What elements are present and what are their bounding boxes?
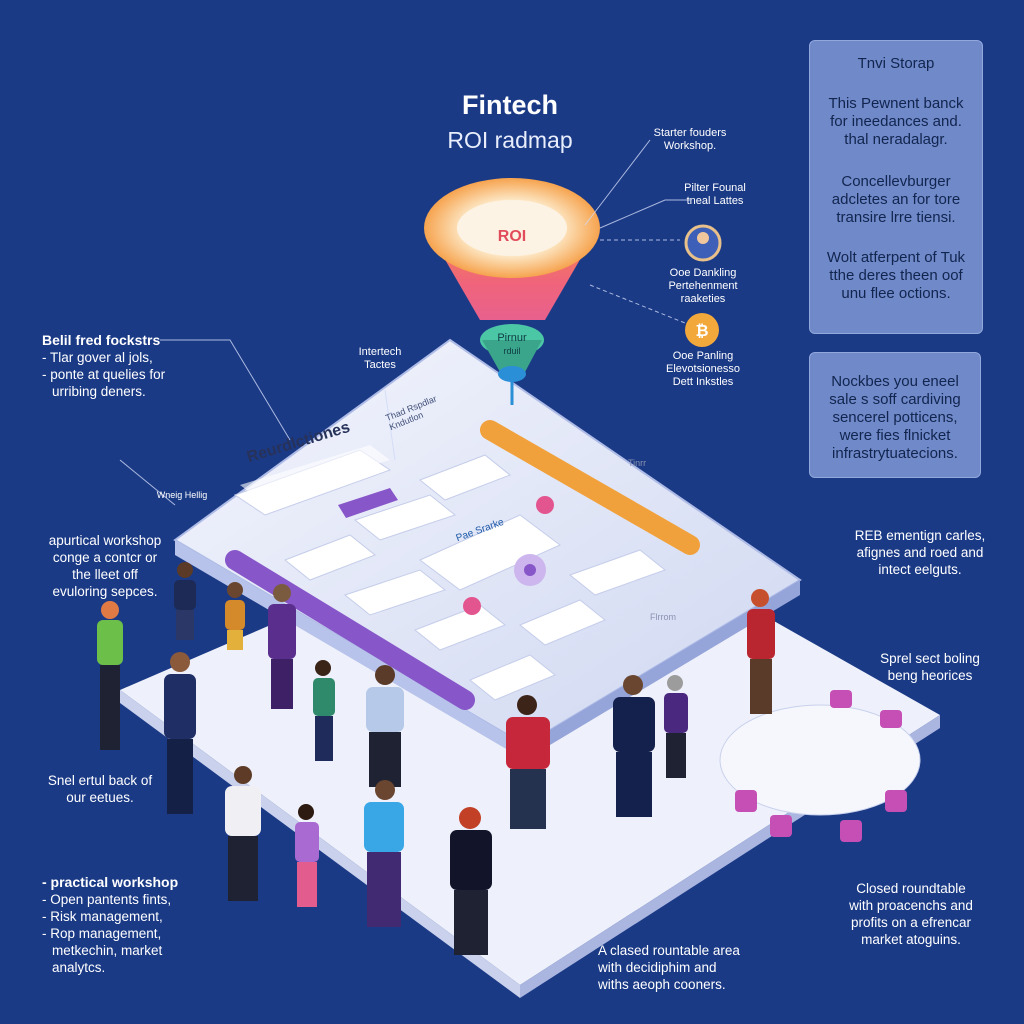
purple-roadmap-track bbox=[225, 550, 475, 710]
panel-text: transire lrre tiensi. bbox=[836, 209, 956, 226]
funnel-bottom-label: Pirnur rduil bbox=[497, 332, 527, 356]
panel-text: were fies flnicket bbox=[839, 427, 951, 444]
roi-funnel bbox=[424, 178, 600, 405]
person bbox=[295, 804, 319, 907]
person bbox=[313, 660, 335, 761]
floor-edge bbox=[120, 690, 520, 998]
note-reb: REB ementign carles, afignes and roed an… bbox=[854, 528, 986, 577]
person bbox=[225, 582, 245, 650]
purple-chip bbox=[338, 488, 398, 518]
orange-roadmap-track bbox=[480, 420, 700, 555]
roundtable-chairs bbox=[735, 690, 907, 842]
node-pink-2 bbox=[463, 597, 481, 615]
info-panel-bottom: Nockbes you eneel sale s soff cardiving … bbox=[809, 352, 981, 478]
panel-text: for ineedances and. bbox=[830, 113, 962, 130]
workshop-people bbox=[97, 562, 775, 955]
panel-text: tthe deres theen oof bbox=[829, 267, 963, 284]
diagram-subtitle: ROI radmap bbox=[447, 127, 573, 153]
node-pink-1 bbox=[536, 496, 554, 514]
person bbox=[164, 652, 196, 814]
person bbox=[97, 601, 123, 750]
note-practical: - practical workshop - Open pantents fin… bbox=[42, 874, 179, 975]
panel-text: thal neradalagr. bbox=[844, 131, 948, 148]
funnel-roi-label: ROI bbox=[497, 228, 527, 245]
board-bottom-right-label: Flrrom bbox=[650, 612, 676, 622]
panel-text: infrastrytuatecions. bbox=[832, 445, 958, 462]
board-left-tag: Wneig Hellig bbox=[156, 490, 208, 500]
roadmap-board-edge-right bbox=[525, 580, 800, 760]
note-bottom: A clased rountable area with decidiphim … bbox=[598, 943, 740, 992]
svg-text:₿: ₿ bbox=[695, 322, 708, 340]
person bbox=[174, 562, 196, 640]
roundtable bbox=[719, 704, 921, 816]
board-heading-card bbox=[240, 445, 390, 500]
board-far-right-label: Tinrr bbox=[628, 458, 647, 468]
person bbox=[364, 780, 404, 927]
panel-text: sencerel potticens, bbox=[832, 409, 958, 426]
person bbox=[747, 589, 775, 714]
person bbox=[664, 675, 688, 778]
person bbox=[613, 675, 655, 817]
panel-text: Nockbes you eneel bbox=[831, 373, 959, 390]
info-panel-top: Tnvi Storap This Pewnent banck for ineed… bbox=[809, 40, 983, 334]
person bbox=[366, 665, 404, 787]
note-sprel: Sprel sect boling beng heorices bbox=[880, 651, 980, 683]
panel-text: Concellevburger bbox=[841, 173, 951, 190]
panel-text: adcletes an for tore bbox=[831, 191, 961, 208]
panel-text: This Pewnent banck bbox=[828, 95, 964, 112]
diagram-title: Fintech bbox=[461, 90, 558, 120]
person bbox=[506, 695, 550, 829]
note-small-back: Snel ertul back of our eetues. bbox=[47, 773, 153, 805]
note-bell: Belil fred fockstrs - Tlar gover al jols… bbox=[42, 332, 166, 399]
roadmap-board-edge bbox=[175, 540, 525, 760]
person bbox=[268, 584, 296, 709]
note-closed: Closed roundtable with proacenchs and pr… bbox=[849, 881, 973, 947]
panel-title: Tnvi Storap bbox=[857, 55, 935, 72]
panel-text: sale s soff cardiving bbox=[829, 391, 961, 408]
panel-text: unu flee octions. bbox=[841, 285, 951, 302]
person bbox=[450, 807, 492, 955]
panel-text: Wolt atferpent of Tuk bbox=[826, 249, 966, 266]
note-workshop: apurtical workshop conge a contcr or the… bbox=[48, 533, 162, 599]
person bbox=[225, 766, 261, 901]
bitcoin-icon bbox=[685, 313, 719, 347]
